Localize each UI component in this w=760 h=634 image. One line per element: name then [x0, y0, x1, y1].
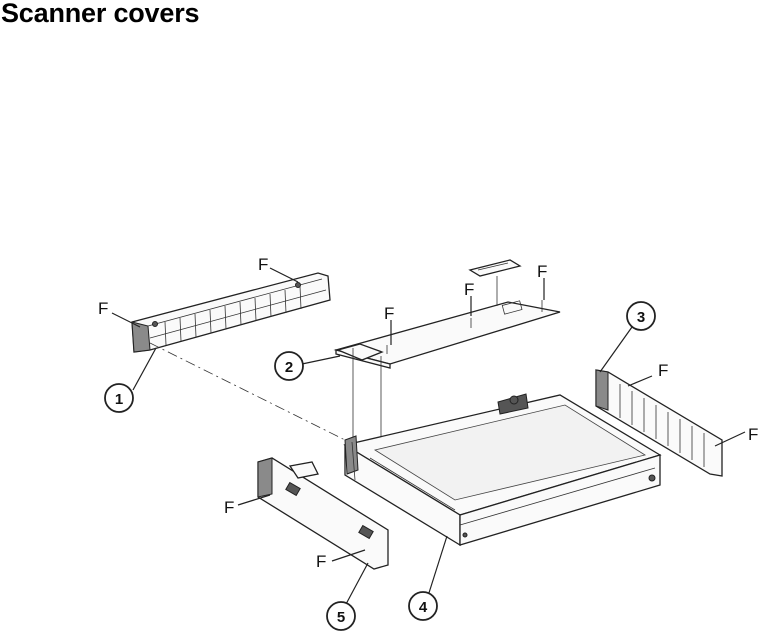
- page-title: Scanner covers: [1, 0, 200, 28]
- svg-text:5: 5: [337, 609, 345, 626]
- part-1-left-cover: [131, 272, 331, 353]
- label-sticker: [468, 259, 522, 306]
- callout-4: 4: [408, 591, 438, 621]
- part-3-right-cover: [595, 369, 723, 477]
- fastener-label: F: [464, 280, 474, 299]
- fastener-label: F: [537, 262, 547, 281]
- fastener-label: F: [658, 361, 668, 380]
- callout-1: 1: [104, 383, 134, 413]
- fastener-label: F: [384, 304, 394, 323]
- fastener-label: F: [316, 552, 326, 571]
- callout-2: 2: [274, 351, 304, 381]
- svg-text:3: 3: [637, 309, 645, 326]
- svg-text:4: 4: [419, 599, 428, 616]
- svg-text:1: 1: [115, 391, 123, 408]
- part-4-scanner-base: [343, 393, 662, 547]
- fastener-label: F: [748, 425, 758, 444]
- fastener-label: F: [224, 498, 234, 517]
- fastener-label: F: [258, 255, 268, 274]
- callout-5: 5: [326, 601, 356, 631]
- callout-3: 3: [626, 301, 656, 331]
- fastener-label: F: [98, 299, 108, 318]
- part-2-top-plate: [333, 300, 561, 440]
- part-5-front-cover: [257, 457, 389, 570]
- svg-text:2: 2: [285, 359, 293, 376]
- callout-leaders: [111, 267, 746, 607]
- fastener-labels: F F F F F F F F F: [98, 255, 758, 571]
